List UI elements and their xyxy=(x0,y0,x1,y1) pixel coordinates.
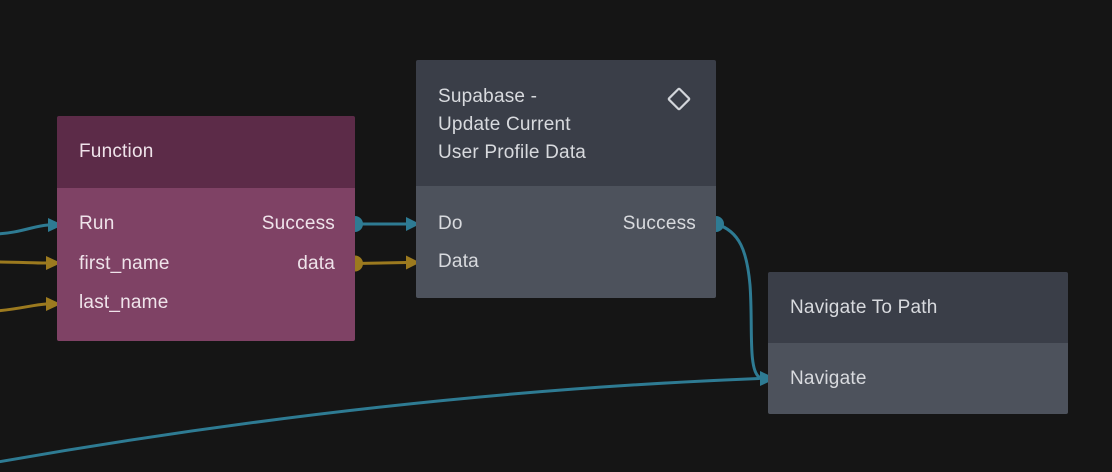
node-function-header[interactable]: Function xyxy=(57,116,355,188)
output-port-data[interactable]: data xyxy=(297,252,335,274)
edge-data-to-data[interactable] xyxy=(353,261,408,265)
edge-success-to-navigate[interactable] xyxy=(714,222,761,379)
arrowhead-data xyxy=(406,255,420,270)
edge-last-name-in[interactable] xyxy=(0,302,48,313)
input-port-run[interactable]: Run xyxy=(79,213,115,235)
node-navigate-to-path[interactable]: Navigate To Path Navigate xyxy=(768,272,1068,414)
node-navigate-header[interactable]: Navigate To Path xyxy=(768,272,1068,343)
input-port-do[interactable]: Do xyxy=(438,213,463,234)
edge-offscreen-to-navigate[interactable] xyxy=(0,377,761,464)
node-supabase-header[interactable]: Supabase - Update Current User Profile D… xyxy=(416,60,716,186)
arrowhead-last-name xyxy=(46,297,61,311)
arrowhead-do xyxy=(406,217,420,231)
node-title: Navigate To Path xyxy=(790,296,938,318)
edge-run-in[interactable] xyxy=(0,223,50,236)
input-port-data[interactable]: Data xyxy=(438,251,479,272)
port-row: Navigate xyxy=(768,359,1068,398)
arrowhead-first-name xyxy=(46,256,61,270)
port-row: first_name data xyxy=(57,244,355,284)
port-row: Run Success xyxy=(57,205,355,245)
node-navigate-body: Navigate xyxy=(768,343,1068,414)
input-port-last-name[interactable]: last_name xyxy=(79,292,169,314)
node-title: Supabase - Update Current User Profile D… xyxy=(438,86,587,163)
output-port-success[interactable]: Success xyxy=(622,213,696,234)
port-row: Do Success xyxy=(416,205,716,243)
port-row: Data xyxy=(416,243,716,281)
node-function[interactable]: Function Run Success first_name data las… xyxy=(57,116,355,341)
output-port-success[interactable]: Success xyxy=(261,213,335,235)
node-supabase-update-current-user-profile-data[interactable]: Supabase - Update Current User Profile D… xyxy=(416,60,716,298)
node-title: Function xyxy=(79,141,154,162)
node-supabase-body: Do Success Data xyxy=(416,186,716,298)
diamond-icon xyxy=(664,84,694,119)
node-function-body: Run Success first_name data last_name xyxy=(57,188,355,341)
port-row: last_name xyxy=(57,284,355,324)
arrowhead-run xyxy=(48,218,63,232)
edge-first-name-in[interactable] xyxy=(0,260,48,265)
input-port-first-name[interactable]: first_name xyxy=(79,252,170,274)
input-port-navigate[interactable]: Navigate xyxy=(790,367,867,389)
